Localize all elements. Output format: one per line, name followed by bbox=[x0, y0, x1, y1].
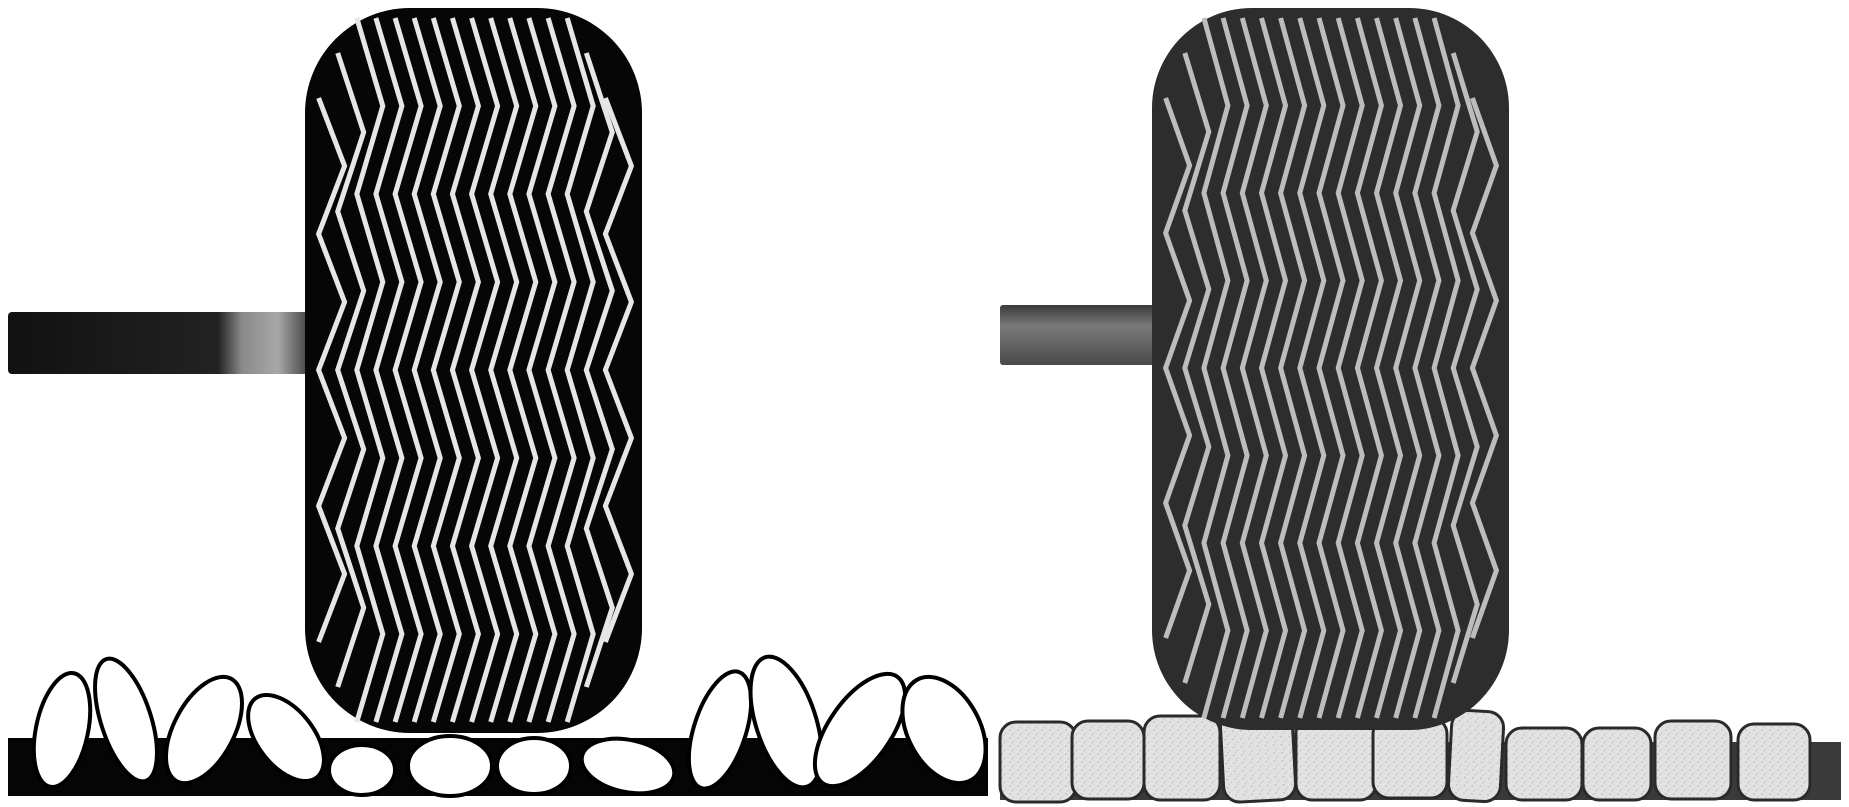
left-panel bbox=[8, 8, 1003, 801]
compacted-stone bbox=[1000, 722, 1076, 802]
right-axle bbox=[1000, 305, 1155, 365]
compacted-stone bbox=[1655, 721, 1731, 799]
gravel-stone bbox=[408, 736, 492, 796]
compacted-stone bbox=[1144, 716, 1220, 800]
compacted-stone bbox=[1072, 721, 1144, 799]
compacted-stone bbox=[1448, 710, 1505, 803]
compacted-stone bbox=[1738, 724, 1810, 800]
gravel-stone bbox=[497, 738, 571, 794]
compacted-stone bbox=[1506, 728, 1582, 800]
compacted-stone bbox=[1583, 728, 1651, 800]
left-axle bbox=[8, 312, 308, 374]
right-panel bbox=[1000, 8, 1841, 803]
gravel-stone bbox=[329, 745, 395, 795]
